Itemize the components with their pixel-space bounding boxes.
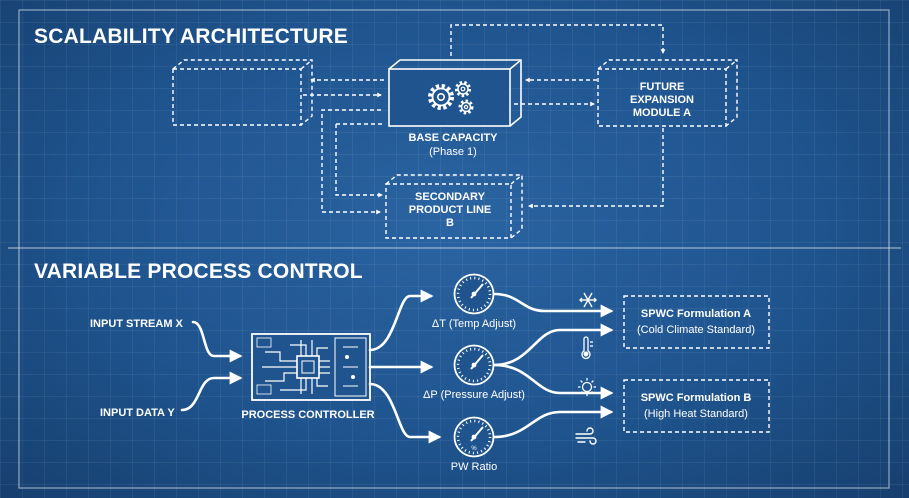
base-capacity-phase: (Phase 1) xyxy=(429,146,477,158)
pw-to-b-arrow xyxy=(492,405,614,439)
snowflake-icon xyxy=(579,292,597,308)
future-expansion-line1: FUTURE xyxy=(640,81,685,93)
pressure-to-a-arrow xyxy=(492,323,614,367)
scalability-connectors xyxy=(303,24,666,215)
formulation-a-subtitle: (Cold Climate Standard) xyxy=(637,324,755,336)
secondary-product-box xyxy=(385,174,523,239)
base-capacity-box xyxy=(388,59,522,127)
sun-icon xyxy=(578,378,596,396)
input-stream-arrow xyxy=(191,320,243,363)
pressure-gauge-label: ΔP (Pressure Adjust) xyxy=(423,389,525,401)
temp-gauge xyxy=(453,273,495,315)
input-data-arrow xyxy=(180,371,243,412)
gears-icon xyxy=(428,80,474,115)
chip-icon xyxy=(262,340,330,394)
pressure-gauge xyxy=(453,344,495,386)
empty-module-box xyxy=(172,59,313,126)
flow-to-temp-arrow xyxy=(368,289,434,352)
formulation-a-box xyxy=(623,295,770,349)
secondary-product-line3: B xyxy=(446,217,454,229)
outer-frame xyxy=(18,9,890,489)
scalability-heading: SCALABILITY ARCHITECTURE xyxy=(34,25,348,48)
pw-ratio-gauge: % xyxy=(453,416,495,458)
future-expansion-box xyxy=(597,59,738,127)
pw-gauge-scale: % xyxy=(471,446,477,452)
pw-ratio-label: PW Ratio xyxy=(451,461,497,473)
input-data-label: INPUT DATA Y xyxy=(100,407,175,419)
process-heading: VARIABLE PROCESS CONTROL xyxy=(34,260,363,283)
flow-to-pw-arrow xyxy=(368,382,442,444)
process-controller-label: PROCESS CONTROLLER xyxy=(241,409,374,421)
secondary-product-line1: SECONDARY xyxy=(415,191,486,203)
temp-gauge-label: ΔT (Temp Adjust) xyxy=(432,318,516,330)
formulation-b-box xyxy=(623,379,770,433)
input-stream-label: INPUT STREAM X xyxy=(90,318,184,330)
secondary-product-line2: PRODUCT LINE xyxy=(409,204,492,216)
temp-to-a-arrow xyxy=(492,292,614,318)
pressure-to-b-arrow xyxy=(492,363,614,400)
wind-icon xyxy=(575,427,597,445)
future-expansion-line3: MODULE A xyxy=(633,107,691,119)
thermometer-icon xyxy=(581,336,593,360)
future-expansion-line2: EXPANSION xyxy=(630,94,694,106)
base-capacity-label: BASE CAPACITY xyxy=(408,132,498,144)
formulation-b-title: SPWC Formulation B xyxy=(641,392,752,404)
formulation-b-subtitle: (High Heat Standard) xyxy=(644,408,748,420)
formulation-a-title: SPWC Formulation A xyxy=(641,308,751,320)
